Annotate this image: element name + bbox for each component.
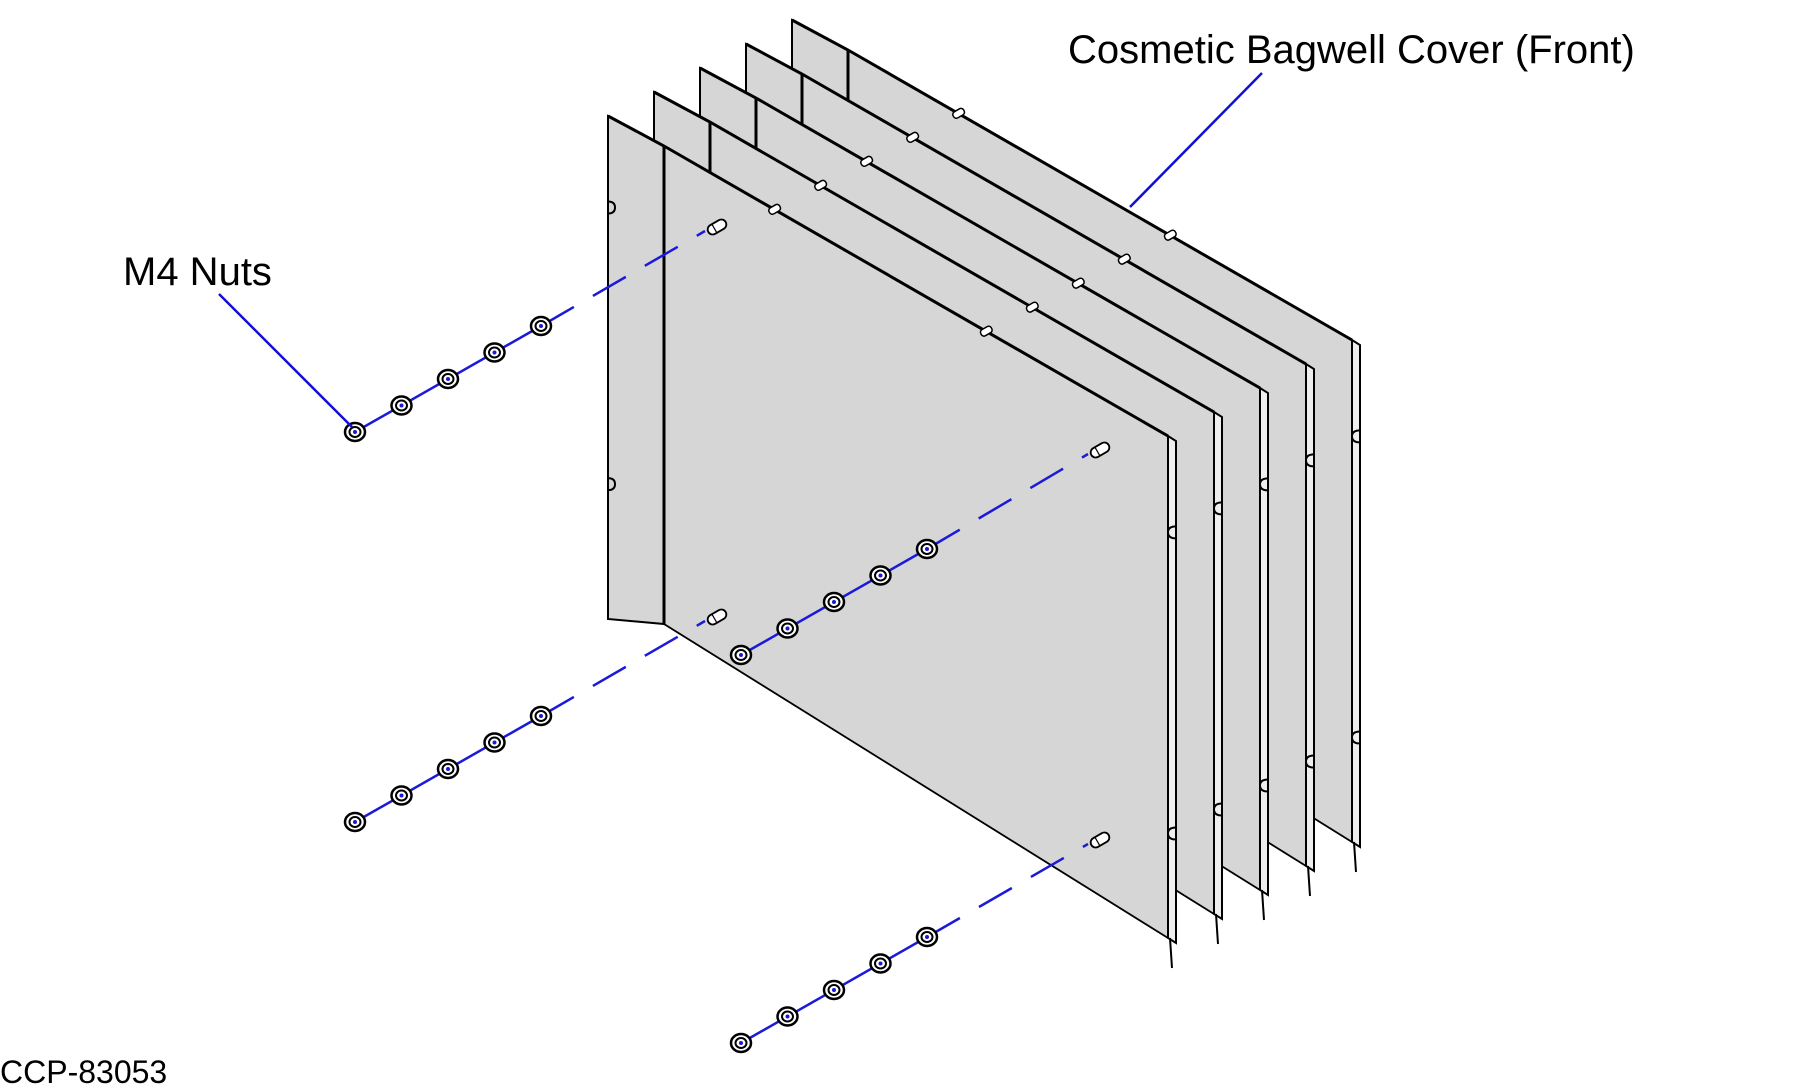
- m4-nut: [915, 926, 939, 948]
- m4-nut: [776, 618, 799, 639]
- m4-nut: [390, 395, 413, 416]
- mounting-stud: [706, 218, 728, 236]
- m4-nut: [436, 758, 460, 780]
- m4-nut: [390, 785, 413, 806]
- m4-nut: [343, 421, 367, 443]
- mounting-stud: [1089, 441, 1111, 459]
- mounting-studs: [706, 218, 1111, 849]
- m4-nut: [729, 644, 753, 666]
- cover-panel: [607, 114, 1177, 969]
- m4-nut: [436, 368, 460, 390]
- nuts-callout-label: M4 Nuts: [123, 250, 272, 294]
- m4-nut: [483, 732, 506, 753]
- m4-nut: [869, 565, 892, 586]
- m4-nut: [915, 538, 939, 560]
- mounting-stud: [706, 608, 728, 626]
- m4-nut: [529, 315, 553, 337]
- drawing-number: CCP-83053: [0, 1054, 168, 1090]
- mounting-stud: [1089, 831, 1111, 849]
- m4-nut: [822, 979, 846, 1001]
- m4-nut: [343, 811, 367, 833]
- callout-leaders: [218, 72, 1263, 428]
- m4-nut: [776, 1006, 799, 1027]
- m4-nut: [483, 342, 506, 363]
- m4-nut: [869, 953, 892, 974]
- m4-nut: [729, 1032, 753, 1054]
- cover-leader-line: [1129, 72, 1263, 208]
- nuts-leader-line: [218, 293, 353, 428]
- m4-nut-rows: [343, 315, 939, 1054]
- cover-panels: [607, 18, 1361, 969]
- cover-callout-label: Cosmetic Bagwell Cover (Front): [1068, 28, 1635, 72]
- m4-nut: [822, 591, 846, 613]
- m4-nut: [529, 705, 553, 727]
